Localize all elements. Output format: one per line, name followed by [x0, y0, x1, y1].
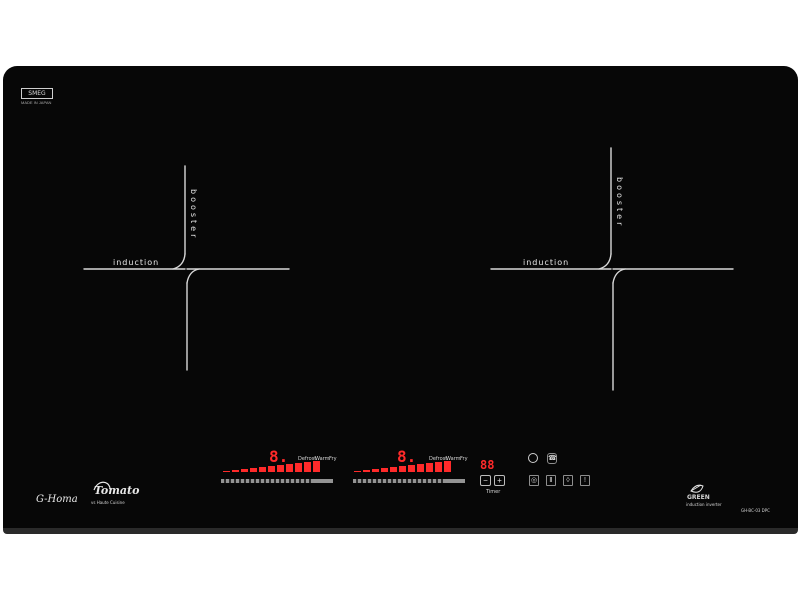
tomato-logo: Tomato — [94, 484, 140, 497]
right-power-display: 8. — [397, 447, 417, 466]
brand-badge: SMEG MADE IN JAPAN — [21, 88, 53, 105]
cooktop-zone-guides — [83, 147, 734, 493]
left-zone-guides — [83, 165, 290, 371]
right-zone-guides — [490, 147, 734, 391]
brand-subtitle: MADE IN JAPAN — [21, 100, 52, 105]
right-zone-corner-top — [598, 253, 612, 270]
left-slider-ticks — [224, 479, 311, 483]
timer-label: Timer — [486, 489, 501, 495]
model-number: GH-BC-03 DPC — [741, 508, 770, 513]
left-zone-corner-bottom — [186, 268, 200, 284]
timer-plus-button[interactable]: + — [494, 475, 505, 486]
left-booster-label: booster — [189, 189, 198, 241]
green-logo: GREEN — [687, 494, 710, 501]
cooktop-edge — [3, 528, 798, 534]
lock-icon[interactable]: ☎ — [547, 453, 557, 464]
right-mode-defrost[interactable]: Defrost — [429, 456, 448, 462]
left-mode-fry[interactable]: Fry — [329, 456, 337, 462]
power-icon[interactable] — [528, 453, 538, 463]
right-booster-label: booster — [615, 177, 624, 229]
child-lock-icon[interactable]: ◎ — [529, 475, 539, 486]
left-power-bars — [223, 461, 320, 472]
g-homa-logo: G-Homa — [36, 494, 78, 505]
right-induction-label: induction — [523, 258, 570, 267]
cooktop-glass: SMEG MADE IN JAPAN — [3, 66, 798, 532]
right-mode-fry[interactable]: Fry — [460, 456, 468, 462]
brand-logo: SMEG — [21, 88, 53, 99]
pause-icon[interactable]: Ⅱ — [546, 475, 556, 486]
left-zone-corner-top — [172, 253, 186, 270]
tomato-swirl-icon — [93, 481, 111, 491]
green-leaf-icon — [690, 484, 704, 493]
right-power-bars — [354, 461, 451, 472]
right-mode-warm[interactable]: Warm — [446, 456, 461, 462]
tomato-subtitle: vs Haute Cuisine — [91, 500, 125, 505]
left-mode-defrost[interactable]: Defrost — [298, 456, 317, 462]
right-slider[interactable] — [353, 479, 465, 483]
timer-display: 88 — [480, 458, 495, 472]
left-power-display: 8. — [269, 447, 289, 466]
timer-minus-button[interactable]: − — [480, 475, 491, 486]
left-mode-warm[interactable]: Warm — [315, 456, 330, 462]
flame-icon[interactable]: ◊ — [563, 475, 573, 486]
right-zone-corner-bottom — [612, 268, 626, 284]
green-subtitle: induction inverter — [686, 502, 722, 507]
settings-icon[interactable]: ! — [580, 475, 590, 486]
left-induction-label: induction — [113, 258, 160, 267]
right-slider-ticks — [356, 479, 443, 483]
left-slider[interactable] — [221, 479, 333, 483]
